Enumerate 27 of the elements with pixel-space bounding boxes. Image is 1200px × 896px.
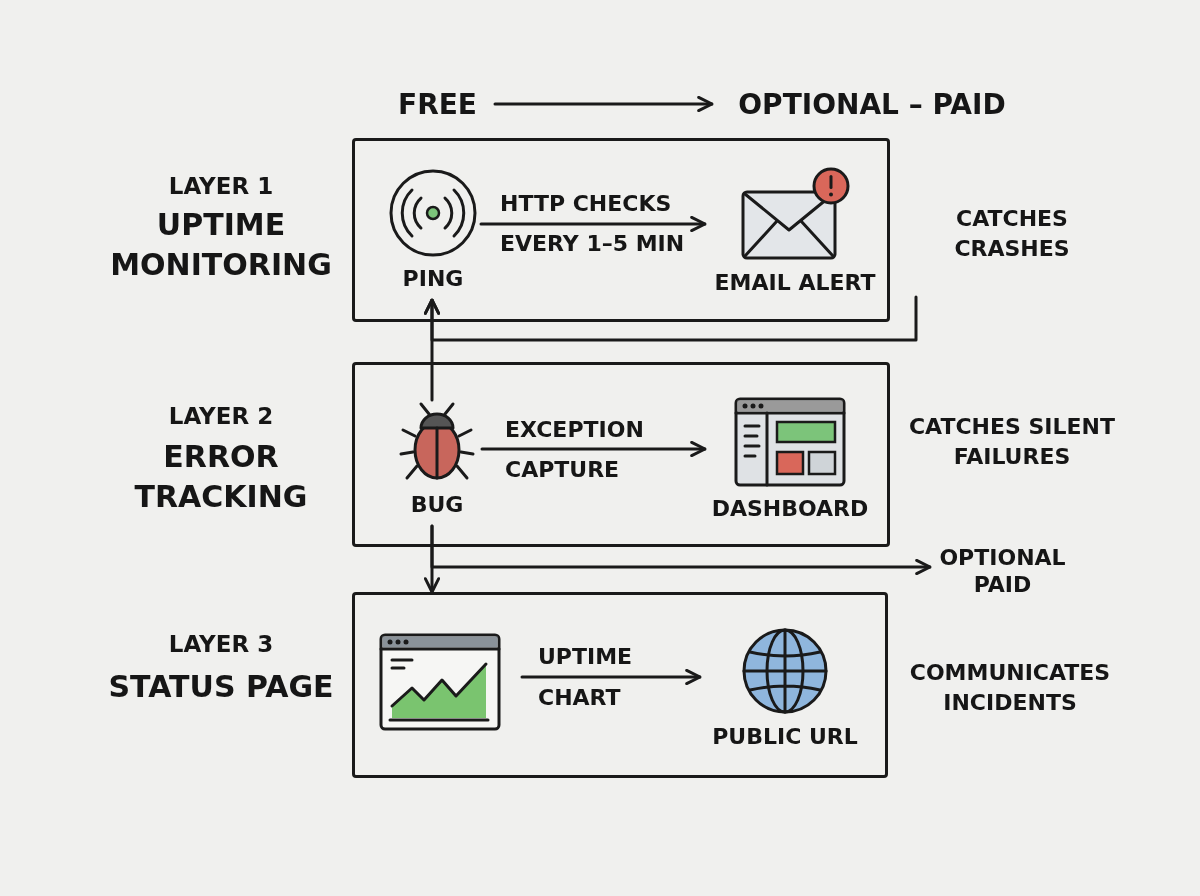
icon-caption: EMAIL ALERT <box>713 270 877 296</box>
icon-caption: PUBLIC URL <box>711 724 859 750</box>
icon-caption: DASHBOARD <box>710 496 870 522</box>
layer-title: UPTIME MONITORING <box>109 206 333 284</box>
arrow <box>430 524 932 576</box>
layer-note: CATCHES CRASHES <box>953 205 1071 263</box>
column-heading: FREE <box>380 84 495 124</box>
icon-caption: PING <box>401 266 465 292</box>
layer-note: CATCHES SILENT FAILURES <box>907 413 1117 471</box>
arrow <box>493 95 714 113</box>
edge-label: UPTIME CHART <box>538 643 634 712</box>
note-text: OPTIONAL PAID <box>930 543 1075 599</box>
edge-label: HTTP CHECKS EVERY 1–5 MIN <box>500 190 686 258</box>
layer-label: LAYER 2 <box>167 402 275 431</box>
line-chart-icon <box>378 632 502 732</box>
arrow <box>480 440 707 458</box>
layer-title: STATUS PAGE <box>107 668 335 706</box>
arrow <box>520 668 702 686</box>
arrow <box>479 215 707 233</box>
arrow <box>423 298 441 402</box>
edge-label: EXCEPTION CAPTURE <box>505 416 645 484</box>
layer-note: COMMUNICATES INCIDENTS <box>908 659 1112 717</box>
layer-title: ERROR TRACKING <box>133 438 309 516</box>
layer-label: LAYER 3 <box>167 630 275 659</box>
icon-caption: BUG <box>409 492 465 518</box>
layer-label: LAYER 1 <box>167 172 275 201</box>
column-heading: OPTIONAL – PAID <box>712 84 1032 124</box>
